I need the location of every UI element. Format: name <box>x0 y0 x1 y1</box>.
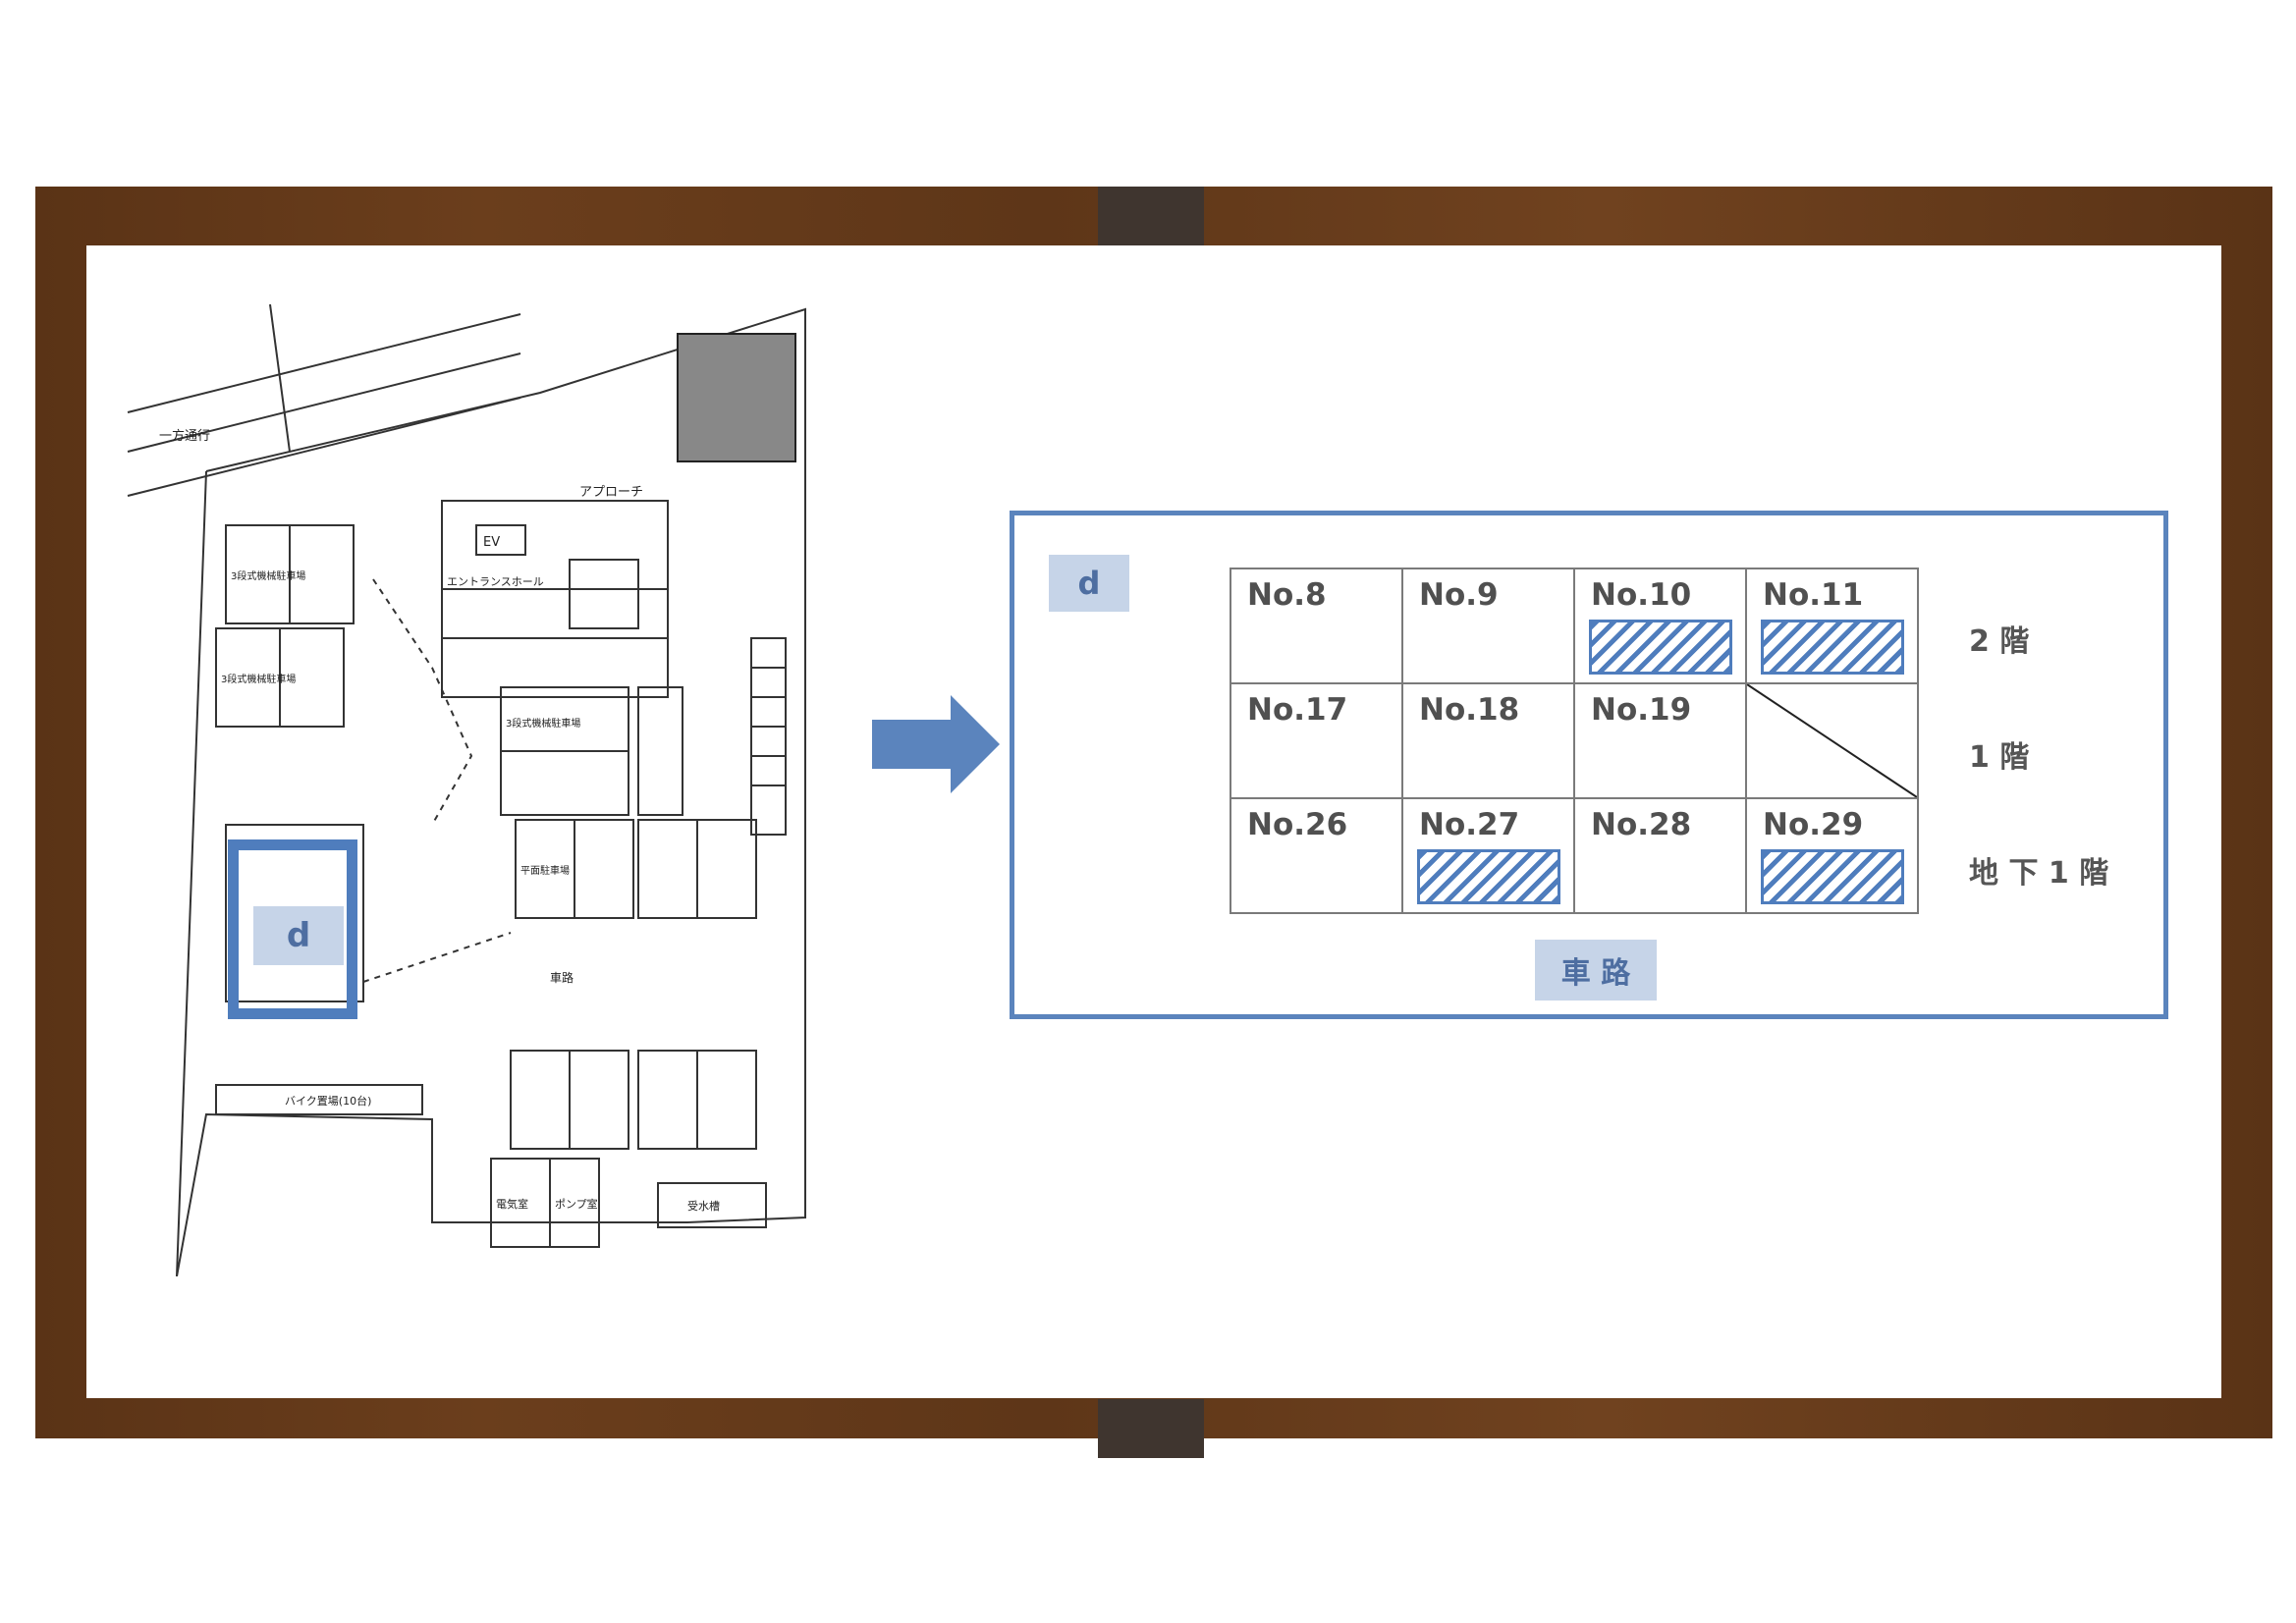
space-label: No.18 <box>1419 692 1520 728</box>
grid-cell: No.27 <box>1401 797 1575 914</box>
car-path-label: 車路 <box>550 970 574 985</box>
space-label: No.26 <box>1247 807 1348 842</box>
mech-parking-a-label: 3段式機械駐車場 <box>231 569 305 582</box>
space-label: No.19 <box>1591 692 1692 728</box>
bike-label: バイク置場(10台) <box>285 1094 371 1108</box>
grid-cell: No.11 <box>1745 568 1919 684</box>
occupied-hatch <box>1589 620 1732 675</box>
mech-parking-c-label: 3段式機械駐車場 <box>506 717 580 730</box>
space-label: No.17 <box>1247 692 1348 728</box>
floor-label-b1f: 地 下 1 階 <box>1969 856 2109 891</box>
water-tank-label: 受水槽 <box>687 1200 720 1213</box>
ev-label: EV <box>483 535 500 550</box>
grid-cell: No.18 <box>1401 682 1575 799</box>
space-label: No.10 <box>1591 577 1692 613</box>
bottom-clip <box>1098 1399 1204 1458</box>
space-label: No.29 <box>1763 807 1864 842</box>
floor-label-2f: 2 階 <box>1969 624 2030 659</box>
zone-d-tag-detail: d <box>1049 555 1129 612</box>
site-plan: 一方通行 アプローチ EV エントランスホール 3段式機械駐車場 3段式機械駐車… <box>118 295 835 1277</box>
detail-box <box>1010 511 2168 1019</box>
grid-cell: No.26 <box>1230 797 1403 914</box>
zone-d-tag-plan: d <box>253 906 344 965</box>
flat-parking-label: 平面駐車場 <box>520 864 570 877</box>
space-label: No.27 <box>1419 807 1520 842</box>
space-label: No.11 <box>1763 577 1864 613</box>
occupied-hatch <box>1761 620 1904 675</box>
one-way-label: 一方通行 <box>159 428 210 444</box>
road-label: 車 路 <box>1535 940 1657 1001</box>
empty-slash <box>1747 684 1917 797</box>
electric-room-label: 電気室 <box>496 1197 528 1211</box>
entrance-hall-label: エントランスホール <box>447 575 544 588</box>
space-label: No.28 <box>1591 807 1692 842</box>
space-label: No.8 <box>1247 577 1327 613</box>
mech-parking-b-label: 3段式機械駐車場 <box>221 673 296 685</box>
grid-row-1f: No.17 No.18 No.19 <box>1230 682 1919 799</box>
grid-cell: No.8 <box>1230 568 1403 684</box>
grid-cell: No.10 <box>1573 568 1747 684</box>
grid-cell: No.9 <box>1401 568 1575 684</box>
grid-cell: No.19 <box>1573 682 1747 799</box>
pump-room-label: ポンプ室 <box>555 1197 598 1211</box>
parking-grid: No.8 No.9 No.10 No.11 No.17 No.18 No.19 … <box>1230 568 1919 914</box>
arrow-right-icon <box>872 695 1000 793</box>
floor-label-1f: 1 階 <box>1969 740 2030 775</box>
grid-cell: No.28 <box>1573 797 1747 914</box>
top-clip <box>1098 187 1204 245</box>
approach-label: アプローチ <box>579 485 643 500</box>
occupied-hatch <box>1417 849 1560 904</box>
grid-cell: No.17 <box>1230 682 1403 799</box>
occupied-hatch <box>1761 849 1904 904</box>
grid-cell-empty <box>1745 682 1919 799</box>
site-plan-drawing: 一方通行 アプローチ EV エントランスホール 3段式機械駐車場 3段式機械駐車… <box>127 303 806 1277</box>
grid-cell: No.29 <box>1745 797 1919 914</box>
grid-row-b1f: No.26 No.27 No.28 No.29 <box>1230 797 1919 914</box>
parking-d-highlight <box>228 839 357 1019</box>
space-label: No.9 <box>1419 577 1499 613</box>
grid-row-2f: No.8 No.9 No.10 No.11 <box>1230 568 1919 684</box>
